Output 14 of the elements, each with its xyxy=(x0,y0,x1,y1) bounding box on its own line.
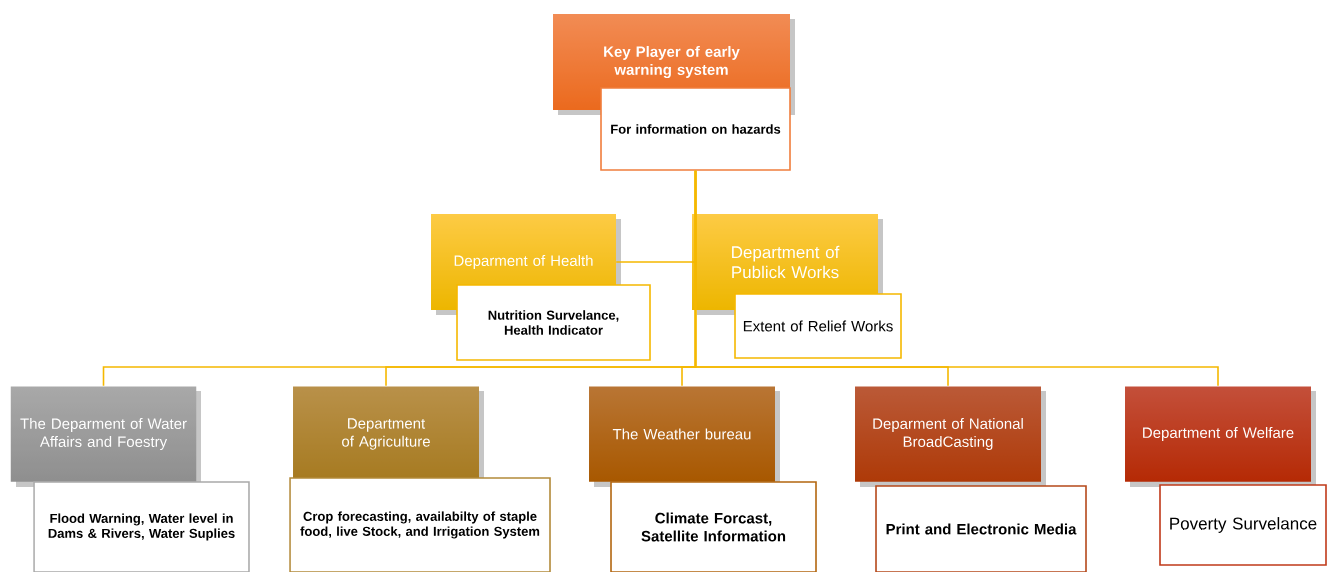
department-box: The Weather bureau xyxy=(589,386,780,487)
department-box: The Deparment of Water Affairs and Foestry xyxy=(10,386,201,487)
description-box: Print and Electronic Media xyxy=(875,485,1087,572)
description-box: Extent of Relief Works xyxy=(734,293,902,359)
description-box: Climate Forcast, Satellite Information xyxy=(610,481,817,572)
description-box: Crop forecasting, availabilty of staple food, live Stock, and Irrigation System xyxy=(289,477,551,572)
connector-line xyxy=(694,170,1219,387)
description-box: Poverty Survelance xyxy=(1159,484,1327,566)
description-box: For information on hazards xyxy=(600,87,791,171)
department-box: Department of Agriculture xyxy=(293,386,484,487)
description-box: Nutrition Survelance, Health Indicator xyxy=(456,284,651,361)
department-box: Department of Welfare xyxy=(1125,386,1316,487)
department-box: Deparment of National BroadCasting xyxy=(855,386,1046,487)
description-box: Flood Warning, Water level in Dams & Rivers, Water Suplies xyxy=(33,481,250,572)
